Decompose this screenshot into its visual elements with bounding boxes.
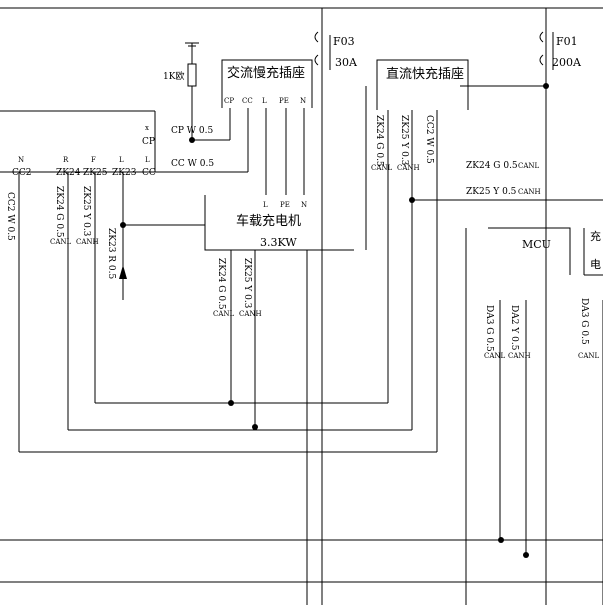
dc-socket: 直流快充插座 ZK24 G 0.5 ZK25 Y 0.3 CC2 W 0.5 C… xyxy=(371,59,469,172)
left-pin-letter-l1: L xyxy=(119,156,124,164)
mcu-label: MCU xyxy=(522,238,551,251)
ac-pin-pe: PE xyxy=(279,97,289,105)
zk23-arrow-icon xyxy=(119,265,127,279)
charger-pin-pe: PE xyxy=(280,201,290,209)
left-pin-zk23: ZK23 xyxy=(112,168,137,178)
wires xyxy=(0,7,603,605)
wire-labels: CP W 0.5 CC W 0.5 CC2 W 0.5 ZK24 G 0.5 C… xyxy=(5,126,541,318)
left-pin-cc2: CC2 xyxy=(12,168,32,178)
wire-label-cc: CC W 0.5 xyxy=(171,159,214,169)
ac-pin-cc: CC xyxy=(242,97,253,105)
onboard-charger: L PE N 车载充电机 3.3KW xyxy=(204,195,354,251)
left-pin-zk24: ZK24 xyxy=(56,168,81,178)
mcu-box: MCU xyxy=(488,227,571,275)
dc-socket-title: 直流快充插座 xyxy=(386,66,464,82)
fuse-f03: F03 30A xyxy=(314,31,358,70)
dc-can-l: CANL xyxy=(371,164,393,172)
mcu-wire-canl: CANL xyxy=(518,162,540,170)
da3g-canl: CANL xyxy=(484,352,506,360)
charger-wire-canh: CANH xyxy=(239,310,262,318)
da2y-canh: CANH xyxy=(508,352,531,360)
charger-wire-zk25: ZK25 Y 0.3 xyxy=(242,258,252,309)
charger-pin-l: L xyxy=(263,201,268,209)
left-pin-letter-n: N xyxy=(18,156,24,164)
charger-power: 3.3KW xyxy=(260,236,297,249)
charger-wire-zk24: ZK24 G 0.5 xyxy=(216,258,226,310)
left-pin-letter-r: R xyxy=(63,156,69,164)
fuse-f03-name: F03 xyxy=(333,35,355,48)
mcu-wire-canh: CANH xyxy=(518,188,541,196)
dc-can-h: CANH xyxy=(397,164,420,172)
ac-socket-title: 交流慢充插座 xyxy=(227,65,305,81)
charger-pin-n: N xyxy=(301,201,307,209)
left-pin-letter-l2: L xyxy=(145,156,150,164)
wire-label-canh: CANH xyxy=(76,238,99,246)
right-device-char-1: 充 xyxy=(590,229,601,243)
left-controller: x CP N R F L L CC2 ZK24 ZK25 ZK23 CC xyxy=(12,124,156,178)
charger-name: 车载充电机 xyxy=(236,213,301,229)
wire-label-zk24: ZK24 G 0.5 xyxy=(54,186,64,238)
wire-label-cp: CP W 0.5 xyxy=(171,126,214,136)
wire-label-canl: CANL xyxy=(50,238,72,246)
dc-pin-zk25: ZK25 Y 0.3 xyxy=(399,115,409,166)
mcu-wire-zk25: ZK25 Y 0.5 xyxy=(466,187,517,197)
left-pin-cc: CC xyxy=(142,168,156,178)
mcu-wire-zk24: ZK24 G 0.5 xyxy=(466,161,518,171)
right-device: 充 电 xyxy=(583,228,603,276)
da-labels: DA3 G 0.5 CANL DA2 Y 0.5 CANH DA3 G 0.5 … xyxy=(484,298,600,360)
left-pin-zk25: ZK25 xyxy=(83,168,108,178)
wire-label-cc2: CC2 W 0.5 xyxy=(5,192,15,241)
wire-label-zk23: ZK23 R 0.5 xyxy=(106,228,116,280)
dc-pin-zk24: ZK24 G 0.5 xyxy=(374,115,384,167)
da3g-label: DA3 G 0.5 xyxy=(484,305,494,352)
fuse-f01-name: F01 xyxy=(556,35,578,48)
da3g-right-canl: CANL xyxy=(578,352,600,360)
left-pin-letter-x: x xyxy=(145,124,149,132)
dc-pin-cc2: CC2 W 0.5 xyxy=(424,115,434,164)
wire-label-zk25: ZK25 Y 0.3 xyxy=(81,186,91,237)
right-device-char-2: 电 xyxy=(590,258,601,271)
da3g-right-label: DA3 G 0.5 xyxy=(579,298,589,345)
junction-dots xyxy=(120,83,549,558)
left-pin-cp: CP xyxy=(142,137,155,147)
charger-wire-canl: CANL xyxy=(213,310,235,318)
fuse-f01: F01 200A xyxy=(539,31,582,70)
ac-pin-n: N xyxy=(300,97,306,105)
da2y-label: DA2 Y 0.5 xyxy=(509,305,519,351)
resistor-label: 1K欧 xyxy=(163,70,184,82)
ac-socket: 交流慢充插座 CP CC L PE N xyxy=(221,59,313,108)
left-pin-letter-f: F xyxy=(91,156,96,164)
fuse-f03-rating: 30A xyxy=(335,56,358,69)
fuse-f01-rating: 200A xyxy=(552,56,582,69)
resistor-1k: 1K欧 xyxy=(163,42,199,140)
ac-pin-cp: CP xyxy=(224,97,234,105)
ac-pin-l: L xyxy=(262,97,267,105)
